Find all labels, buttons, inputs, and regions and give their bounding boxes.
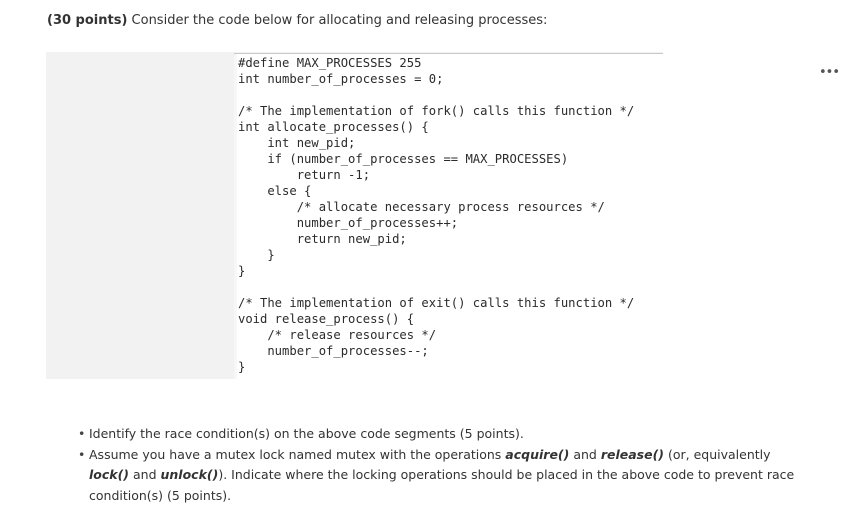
- code-block: #define MAX_PROCESSES 255 int number_of_…: [238, 55, 634, 375]
- code-line: int allocate_processes() {: [238, 120, 429, 134]
- code-line: int new_pid;: [238, 136, 356, 150]
- task-item: Identify the race condition(s) on the ab…: [78, 424, 808, 445]
- code-line: #define MAX_PROCESSES 255: [238, 56, 422, 70]
- code-line: /* The implementation of fork() calls th…: [238, 104, 635, 118]
- lock-op: lock(): [89, 467, 130, 482]
- task-text: and: [569, 446, 601, 462]
- unlock-op: unlock(): [160, 467, 219, 482]
- acquire-op: acquire(): [505, 446, 570, 462]
- code-line: else {: [238, 184, 312, 198]
- question-heading: (30 points) Consider the code below for …: [47, 12, 547, 30]
- code-line: }: [238, 264, 246, 278]
- question-points: (30 points): [47, 13, 128, 28]
- code-line: return -1;: [238, 168, 371, 182]
- task-text: Assume you have a mutex lock named mutex…: [89, 446, 506, 462]
- code-line: /* release resources */: [238, 328, 437, 342]
- task-item: Assume you have a mutex lock named mutex…: [78, 445, 808, 507]
- code-line: /* allocate necessary process resources …: [238, 200, 605, 214]
- code-line: number_of_processes--;: [238, 344, 429, 358]
- code-line: void release_process() {: [238, 312, 415, 326]
- code-line: /* The implementation of exit() calls th…: [238, 296, 635, 310]
- code-line: }: [238, 248, 275, 262]
- task-list: Identify the race condition(s) on the ab…: [78, 424, 808, 506]
- code-line: }: [238, 360, 246, 374]
- code-line: int number_of_processes = 0;: [238, 72, 444, 86]
- task-text: (or, equivalently: [664, 446, 771, 462]
- task-text: ). Indicate where the locking operations…: [89, 467, 795, 503]
- code-gutter: [234, 54, 237, 379]
- more-options-icon[interactable]: •••: [818, 65, 840, 80]
- code-line: return new_pid;: [238, 232, 407, 246]
- task-text: and: [129, 467, 161, 482]
- code-line: if (number_of_processes == MAX_PROCESSES…: [238, 152, 569, 166]
- task-text: Identify the race condition(s) on the ab…: [89, 426, 524, 441]
- question-text: Consider the code below for allocating a…: [127, 13, 548, 28]
- code-panel-border: [234, 53, 663, 54]
- code-panel: [234, 54, 663, 379]
- code-line: number_of_processes++;: [238, 216, 459, 230]
- release-op: release(): [600, 446, 664, 462]
